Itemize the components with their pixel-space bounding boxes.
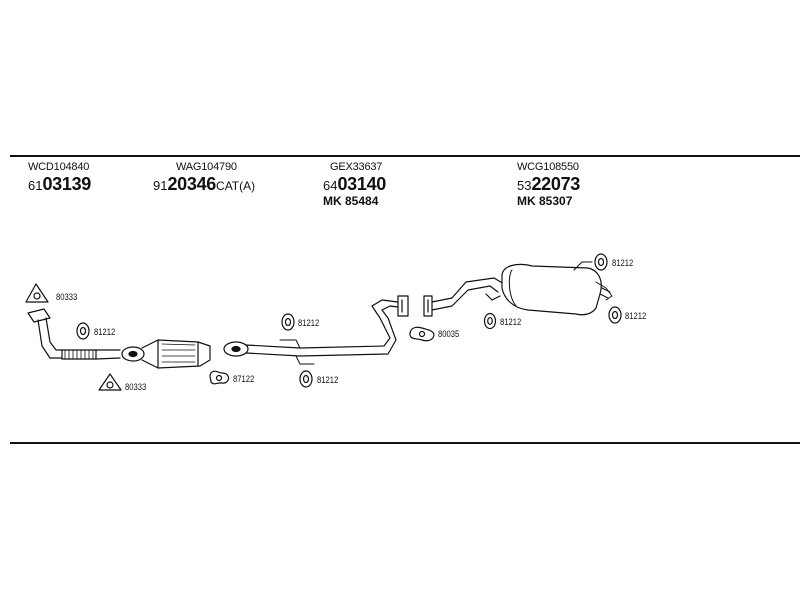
fitting-f1-art (25, 283, 49, 303)
fitting-f7-label: 80035 (438, 329, 460, 339)
part-3-number: 6403140 (323, 175, 386, 195)
part-1-prefix: 61 (28, 178, 43, 193)
top-divider (10, 155, 800, 157)
part-2-suffix: CAT(A) (216, 179, 256, 193)
part-2-code: WAG104790 (176, 161, 237, 173)
part-4-code: WCG108550 (517, 161, 579, 173)
fitting-f6-label: 81212 (317, 375, 339, 385)
fitting-f10-art (608, 306, 622, 324)
bottom-divider (10, 442, 800, 444)
fitting-f9-art (594, 253, 608, 271)
part-4-number: 5322073 (517, 175, 580, 195)
intermediate-pipe (223, 295, 409, 365)
fitting-f8-art (483, 312, 497, 330)
fitting-f10-label: 81212 (625, 311, 647, 321)
part-4-main: 22073 (531, 174, 581, 194)
fitting-f3-art (98, 373, 122, 391)
tail-pipe-section (423, 277, 505, 317)
fitting-f2-art (76, 322, 90, 340)
front-pipe (27, 308, 121, 360)
fitting-f8-label: 81212 (500, 317, 522, 327)
part-3-code: GEX33637 (330, 161, 383, 173)
part-3-prefix: 64 (323, 178, 338, 193)
catalytic-converter (121, 339, 211, 369)
part-4-mk: MK 85307 (517, 194, 573, 208)
part-4-prefix: 53 (517, 178, 532, 193)
fitting-f2-label: 81212 (94, 327, 116, 337)
fitting-f4-art (209, 370, 230, 385)
part-3-main: 03140 (337, 174, 387, 194)
fitting-f1-label: 80333 (56, 292, 78, 302)
fitting-f5-art (281, 313, 295, 331)
fitting-f4-label: 87122 (233, 374, 255, 384)
part-2-prefix: 91 (153, 178, 168, 193)
part-3-mk: MK 85484 (323, 194, 379, 208)
fitting-f9-label: 81212 (612, 258, 634, 268)
part-1-code: WCD104840 (28, 161, 90, 173)
fitting-f3-label: 80333 (125, 382, 147, 392)
fitting-f7-art (409, 326, 435, 342)
rear-muffler (501, 261, 613, 316)
part-2-main: 20346 (167, 174, 217, 194)
part-1-number: 6103139 (28, 175, 91, 195)
fitting-f5-label: 81212 (298, 318, 320, 328)
part-1-main: 03139 (42, 174, 92, 194)
fitting-f6-art (299, 370, 313, 388)
part-2-number: 9120346CAT(A) (153, 175, 255, 195)
